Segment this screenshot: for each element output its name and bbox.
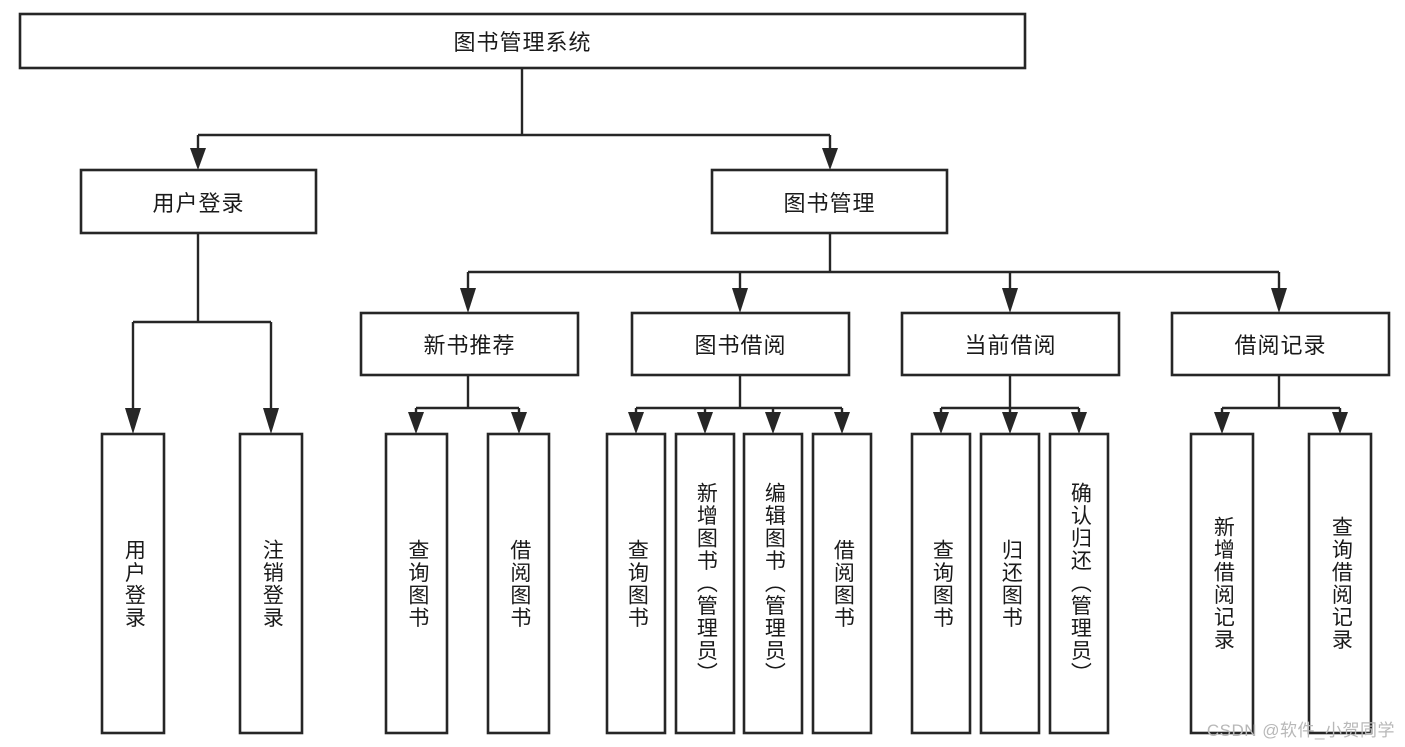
- node-box-leaf-query-book-1[interactable]: [384, 432, 449, 735]
- node-box-leaf-query-record[interactable]: [1307, 432, 1373, 735]
- arrowhead-bookmanage-to-new-book: [460, 288, 476, 313]
- arrowhead-userlogin-leaf-1: [125, 408, 141, 434]
- node-box-leaf-return-book[interactable]: [979, 432, 1041, 735]
- node-box-leaf-user-login[interactable]: [100, 432, 166, 735]
- arrowhead-currentborrow-leaf-1: [933, 412, 949, 434]
- node-box-borrow-record[interactable]: [1170, 311, 1391, 377]
- node-box-leaf-add-book[interactable]: [674, 432, 736, 735]
- node-box-current-borrow[interactable]: [900, 311, 1121, 377]
- node-box-leaf-borrow-book-1[interactable]: [486, 432, 551, 735]
- node-box-leaf-add-record[interactable]: [1189, 432, 1255, 735]
- node-box-book-borrow[interactable]: [630, 311, 851, 377]
- node-box-root[interactable]: [18, 12, 1027, 70]
- connector-layer: [125, 68, 1348, 434]
- arrowhead-root-to-book-manage: [822, 148, 838, 170]
- arrowhead-bookborrow-leaf-3: [765, 412, 781, 434]
- arrowhead-bookmanage-to-current-borrow: [1002, 288, 1018, 313]
- arrowhead-userlogin-leaf-2: [263, 408, 279, 434]
- arrowhead-bookborrow-leaf-1: [628, 412, 644, 434]
- node-box-leaf-borrow-book-2[interactable]: [811, 432, 873, 735]
- node-box-leaf-query-book-2[interactable]: [605, 432, 667, 735]
- arrowhead-newbook-leaf-2: [511, 412, 527, 434]
- arrowhead-bookborrow-leaf-4: [834, 412, 850, 434]
- node-box-leaf-confirm-return[interactable]: [1048, 432, 1110, 735]
- node-box-leaf-query-book-3[interactable]: [910, 432, 972, 735]
- node-box-book-manage[interactable]: [710, 168, 949, 235]
- arrowhead-borrowrecord-leaf-2: [1332, 412, 1348, 434]
- arrowhead-bookborrow-leaf-2: [697, 412, 713, 434]
- arrowhead-newbook-leaf-1: [408, 412, 424, 434]
- arrowhead-currentborrow-leaf-2: [1002, 412, 1018, 434]
- node-layer: [18, 12, 1391, 735]
- node-box-new-book-recommend[interactable]: [359, 311, 580, 377]
- node-box-leaf-logout-login[interactable]: [238, 432, 304, 735]
- arrowhead-bookmanage-to-book-borrow: [732, 288, 748, 313]
- node-box-leaf-edit-book[interactable]: [742, 432, 804, 735]
- node-box-user-login[interactable]: [79, 168, 318, 235]
- arrowhead-root-to-user-login: [190, 148, 206, 170]
- arrowhead-currentborrow-leaf-3: [1071, 412, 1087, 434]
- arrowhead-bookmanage-to-borrow-record: [1271, 288, 1287, 313]
- arrowhead-borrowrecord-leaf-1: [1214, 412, 1230, 434]
